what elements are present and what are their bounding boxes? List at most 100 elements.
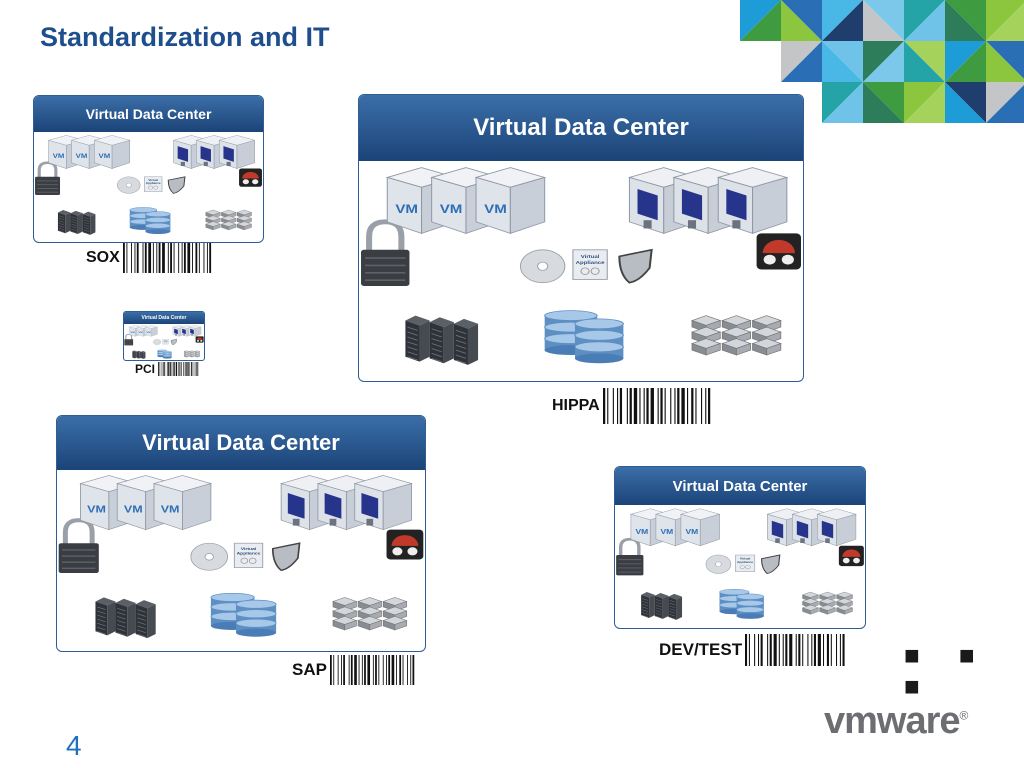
- barcode-bar: [130, 243, 132, 273]
- barcode-bar: [181, 243, 183, 273]
- vdc-hippa-header: Virtual Data Center: [359, 95, 803, 161]
- barcode-bar: [402, 655, 404, 685]
- compliance-label-sox: SOX: [86, 243, 215, 273]
- barcode-bar: [158, 362, 159, 376]
- barcode-bar: [136, 243, 139, 273]
- barcode-bar: [343, 655, 345, 685]
- barcode-icon: [158, 362, 199, 376]
- performance-gauge-icon: [838, 545, 864, 567]
- padlock-icon: [361, 219, 410, 286]
- shield-icon: [761, 554, 781, 575]
- barcode-bar: [817, 634, 822, 666]
- barcode-bar: [760, 634, 763, 666]
- vm-cube-icon: VM: [93, 135, 131, 169]
- compliance-text: HIPPA: [552, 397, 600, 414]
- virtual-desktop-icon: [816, 508, 857, 547]
- appliance-label: Virtual: [148, 178, 158, 182]
- barcode-bar: [164, 362, 166, 376]
- virtual-desktop-icon: [218, 135, 256, 169]
- barcode-bar: [700, 388, 702, 424]
- barcode-bar: [179, 362, 181, 376]
- server-rack-icon: [429, 317, 454, 364]
- vm-label: VM: [685, 528, 698, 536]
- barcode-bar: [795, 634, 797, 666]
- registered-mark: ®: [959, 708, 969, 723]
- mosaic-triangle: [781, 41, 822, 82]
- barcode-bar: [842, 634, 845, 666]
- barcode-bar: [191, 362, 192, 376]
- mosaic-triangle: [822, 41, 863, 82]
- virtual-desktop-icon: [279, 475, 340, 531]
- barcode-bar: [758, 634, 760, 666]
- barcode-bar: [372, 655, 374, 685]
- barcode-bar: [187, 362, 189, 376]
- barcode-bar: [669, 388, 672, 424]
- barcode-bar: [378, 655, 380, 685]
- barcode-bar: [159, 362, 161, 376]
- cd-disc-icon: [190, 542, 229, 571]
- cd-disc-icon: [117, 176, 141, 194]
- barcode-bar: [707, 388, 710, 424]
- barcode-bar: [626, 388, 628, 424]
- barcode-bar: [754, 634, 756, 666]
- server-rack-icon: [141, 351, 146, 359]
- vm-label: VM: [99, 154, 111, 160]
- server-rack-icon: [453, 318, 479, 365]
- barcode-bar: [676, 388, 680, 424]
- barcode-bar: [674, 388, 676, 424]
- mosaic-triangle: [822, 82, 863, 123]
- barcode-bar: [650, 388, 654, 424]
- vmware-logo: vmware®: [824, 700, 969, 743]
- barcode-bar: [811, 634, 813, 666]
- server-rack-icon: [95, 597, 116, 636]
- barcode-bar: [830, 634, 832, 666]
- database-icon: [162, 350, 172, 359]
- mosaic-triangle: [945, 41, 986, 82]
- cd-disc-icon: [519, 249, 566, 284]
- barcode-bar: [686, 388, 688, 424]
- storage-stack-icon: [818, 591, 837, 615]
- database-icon: [719, 589, 750, 615]
- appliance-label: Virtual: [740, 557, 751, 561]
- vdc-sox-header: Virtual Data Center: [34, 96, 263, 132]
- vdc-devtest-header: Virtual Data Center: [615, 467, 865, 505]
- vm-label: VM: [139, 331, 143, 334]
- compliance-label-sap: SAP: [292, 655, 418, 685]
- barcode-bar: [633, 388, 637, 424]
- padlock-icon: [35, 161, 61, 196]
- storage-stack-icon: [801, 591, 819, 615]
- storage-stack-icon: [357, 597, 383, 631]
- server-rack-icon: [57, 209, 71, 234]
- barcode-icon: [329, 655, 415, 685]
- barcode-bar: [197, 362, 199, 376]
- barcode-bar: [769, 634, 772, 666]
- barcode-bar: [350, 655, 353, 685]
- mosaic-triangle: [945, 0, 986, 41]
- barcode-icon: [122, 243, 211, 273]
- barcode-bar: [606, 388, 609, 424]
- barcode-bar: [152, 243, 154, 273]
- barcode-bar: [174, 362, 176, 376]
- mosaic-triangle: [863, 41, 904, 82]
- barcode-bar: [767, 634, 769, 666]
- barcode-bar: [163, 362, 164, 376]
- barcode-bar: [375, 655, 377, 685]
- barcode-bar: [354, 655, 357, 685]
- barcode-icon: [745, 634, 845, 666]
- barcode-bar: [183, 243, 186, 273]
- storage-stack-icon: [205, 209, 221, 231]
- compliance-text: SOX: [86, 249, 120, 266]
- barcode-bar: [183, 362, 184, 376]
- server-rack-icon: [70, 210, 83, 235]
- triangle-mosaic-graphic: [740, 0, 1024, 123]
- server-rack-icon: [135, 600, 156, 639]
- barcode-bar: [206, 243, 208, 273]
- barcode-bar: [171, 362, 173, 376]
- vm-label: VM: [484, 202, 507, 215]
- barcode-bar: [406, 655, 408, 685]
